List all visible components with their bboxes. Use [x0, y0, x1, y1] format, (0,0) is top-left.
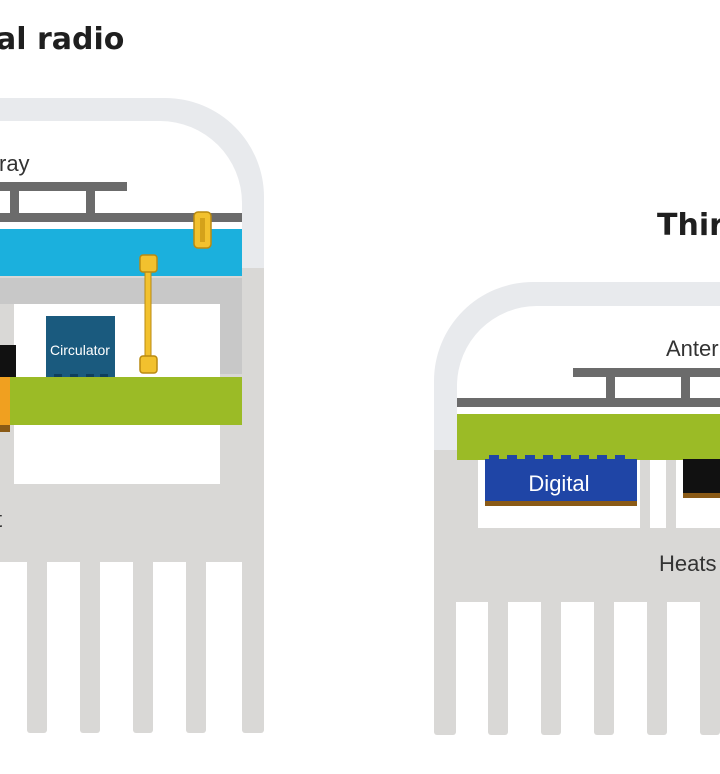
connector-post — [144, 262, 152, 369]
right-antenna-tray — [457, 368, 720, 407]
left-orange-component — [0, 377, 10, 425]
circulator-pins — [54, 374, 108, 379]
right-recess-divider-b — [666, 459, 676, 528]
left-black-chip — [0, 345, 16, 377]
left-copper-base — [0, 425, 10, 432]
heatsink-label: Heats — [659, 551, 716, 576]
left-panel-title: al radio — [0, 22, 125, 57]
right-chip-base — [683, 493, 720, 498]
right-recess-divider-a — [640, 459, 650, 528]
left-top-clip-slot — [200, 218, 205, 242]
right-panel-title: Thir — [657, 208, 720, 243]
digital-block — [485, 459, 637, 501]
antenna-label: Anter — [666, 336, 719, 361]
left-heatsink-fins — [27, 555, 264, 733]
digital-base — [485, 501, 637, 506]
connector-bottom-cap — [139, 355, 158, 374]
right-black-chip — [683, 459, 720, 493]
left-pcb — [10, 377, 242, 425]
right-pcb — [457, 414, 720, 460]
left-label-top: ray — [0, 151, 30, 176]
circulator-block — [46, 316, 115, 377]
left-antenna-tray — [0, 182, 242, 222]
right-heatsink-fins — [434, 595, 720, 735]
connector-top-cap — [139, 254, 158, 273]
circulator-label: Circulator — [50, 342, 110, 358]
left-cavity-post — [220, 304, 242, 374]
left-spacer-band — [0, 278, 242, 304]
left-radio-unit: Circulator ray t — [0, 98, 264, 733]
digital-pins — [489, 455, 625, 460]
left-label-bottom: t — [0, 507, 2, 532]
right-radio-unit: Digital Anter Heats — [434, 282, 720, 735]
digital-label: Digital — [528, 471, 589, 496]
